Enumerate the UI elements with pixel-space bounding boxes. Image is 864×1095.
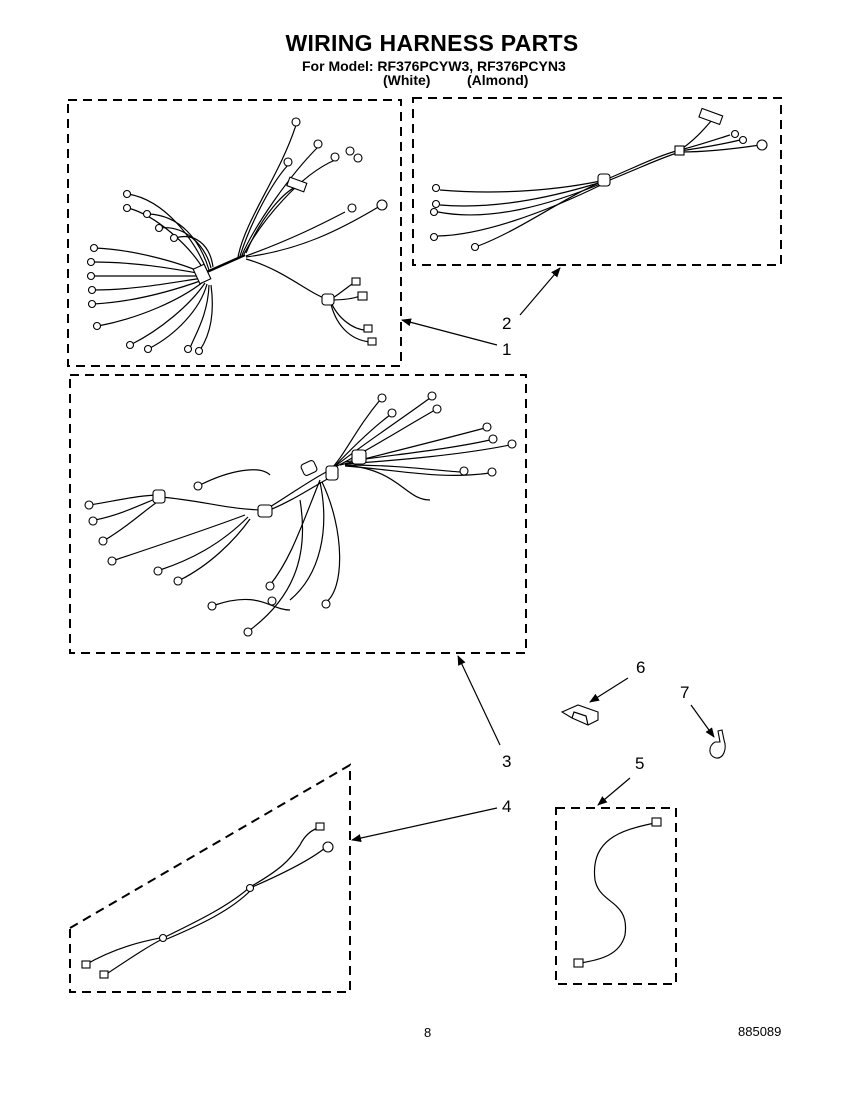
part-box-4 <box>69 763 351 993</box>
callout-3: 3 <box>502 752 512 771</box>
color-white-label: (White) <box>383 72 431 88</box>
part-box-1 <box>67 99 402 367</box>
leader-1 <box>401 318 498 346</box>
harness-part-2 <box>429 107 768 252</box>
leader-4 <box>351 807 498 842</box>
harness-part-1 <box>86 117 388 356</box>
leader-3 <box>457 655 501 746</box>
document-number: 885089 <box>738 1024 782 1039</box>
harness-part-5 <box>573 817 662 968</box>
clip-part-6 <box>560 704 599 726</box>
page-title: WIRING HARNESS PARTS <box>285 30 579 56</box>
harness-part-3 <box>84 391 517 637</box>
part-box-2 <box>412 97 782 266</box>
callout-4: 4 <box>502 797 512 816</box>
callout-1: 1 <box>502 340 512 359</box>
callout-5: 5 <box>635 754 645 773</box>
leader-2 <box>519 267 561 316</box>
clamp-part-7 <box>709 729 726 759</box>
part-box-3 <box>69 374 527 654</box>
page-number: 8 <box>424 1025 432 1040</box>
callout-7: 7 <box>680 683 690 702</box>
harness-part-4 <box>81 822 334 979</box>
callout-6: 6 <box>636 658 646 677</box>
leader-6 <box>589 677 629 703</box>
part-box-5 <box>555 807 677 985</box>
model-line: For Model: RF376PCYW3, RF376PCYN3 <box>302 58 566 74</box>
leader-5 <box>597 777 631 806</box>
leader-7 <box>690 704 715 738</box>
color-almond-label: (Almond) <box>467 72 529 88</box>
callout-2: 2 <box>502 314 512 333</box>
